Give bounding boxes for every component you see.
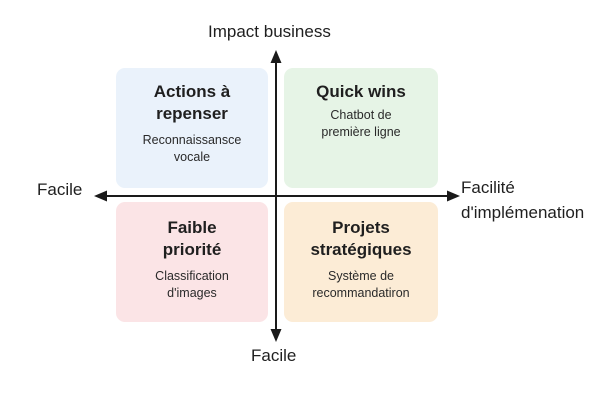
quadrant-description: Chatbot de première ligne	[284, 107, 438, 141]
quadrant-description-line: Reconnaissansce	[142, 133, 242, 147]
quadrant-title: Actions à repenser	[116, 81, 268, 125]
quadrant-title: Quick wins	[284, 81, 438, 103]
quadrant-description-line: Classification	[155, 269, 229, 283]
quadrant-description-line: recommandatiron	[312, 286, 410, 300]
quadrant-description: Reconnaissansce vocale	[116, 132, 268, 166]
axis-label-left: Facile	[37, 180, 83, 199]
quadrant-title-line: priorité	[162, 240, 222, 259]
arrow-right-icon	[447, 190, 460, 202]
quadrant-title: Faible priorité	[116, 217, 268, 261]
quadrant-top-left: Actions à repenser Reconnaissansce vocal…	[116, 68, 268, 188]
quadrant-title-line: stratégiques	[310, 240, 412, 259]
quadrant-title-line: Faible	[167, 218, 217, 237]
quadrant-title: Projets stratégiques	[284, 217, 438, 261]
quadrant-title-line: repenser	[156, 104, 228, 123]
quadrant-description-line: Système de	[327, 269, 394, 283]
arrow-up-icon	[270, 50, 282, 63]
quadrant-bottom-left: Faible priorité Classification d'images	[116, 202, 268, 322]
quadrant-title-line: Projets	[332, 218, 390, 237]
arrow-down-icon	[270, 329, 282, 342]
axis-label-right-line2: d'implémenation	[461, 203, 585, 222]
axis-label-right-line1: Facilité	[461, 178, 515, 197]
quadrant-description: Système de recommandatiron	[284, 268, 438, 302]
quadrant-description-line: première ligne	[321, 125, 401, 139]
axis-label-top: Impact business	[208, 22, 331, 41]
quadrant-description-line: vocale	[173, 150, 211, 164]
quadrant-description-line: d'images	[167, 286, 217, 300]
quadrant-title-line: Actions à	[153, 82, 231, 101]
arrow-left-icon	[94, 190, 107, 202]
axis-label-bottom: Facile	[251, 346, 297, 365]
quadrant-top-right: Quick wins Chatbot de première ligne	[284, 68, 438, 188]
quadrant-description-line: Chatbot de	[330, 108, 392, 122]
axis-label-right: Facilité d'implémenation	[461, 175, 584, 225]
quadrant-bottom-right: Projets stratégiques Système de recomman…	[284, 202, 438, 322]
quadrant-description: Classification d'images	[116, 268, 268, 302]
quadrant-title-line: Quick wins	[316, 82, 406, 101]
